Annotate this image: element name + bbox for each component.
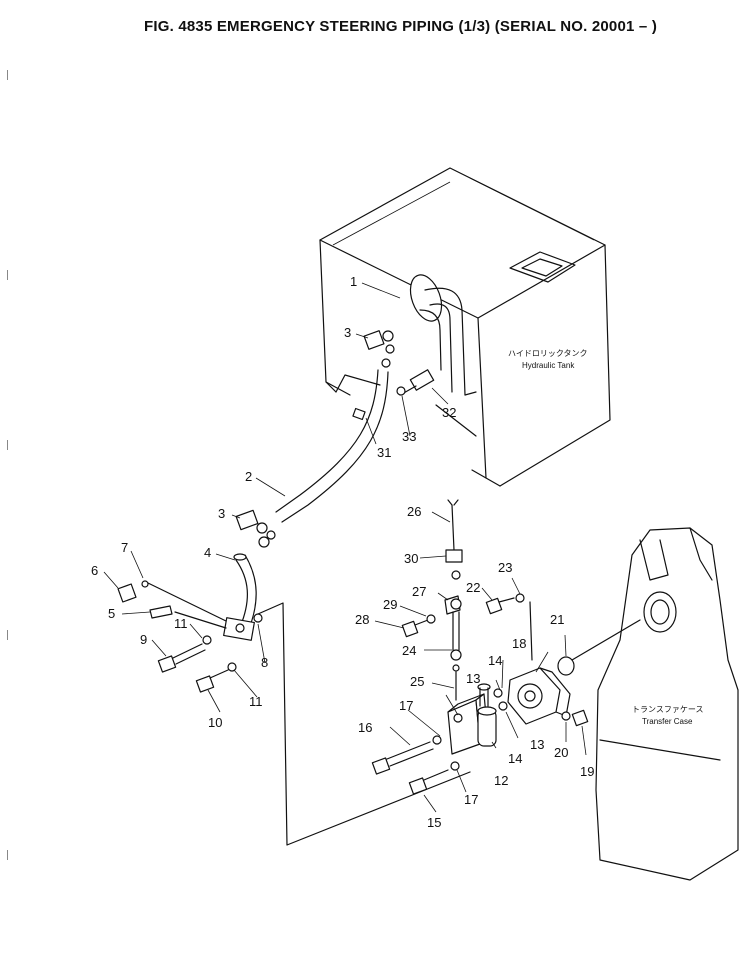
callout-16: 16 bbox=[358, 720, 372, 735]
callout-28: 28 bbox=[355, 612, 369, 627]
tank-label-jp: ハイドロリックタンク bbox=[508, 349, 588, 358]
callout-25: 25 bbox=[410, 674, 424, 689]
left-fasteners bbox=[117, 580, 263, 693]
sensor-stack bbox=[401, 499, 463, 701]
callout-9: 9 bbox=[140, 632, 147, 647]
callout-8: 8 bbox=[261, 655, 268, 670]
callout-14: 14 bbox=[508, 751, 522, 766]
callout-13: 13 bbox=[466, 671, 480, 686]
callout-6: 6 bbox=[91, 563, 98, 578]
scan-mark bbox=[7, 630, 8, 640]
scan-mark bbox=[7, 440, 8, 450]
callout-13: 13 bbox=[530, 737, 544, 752]
callout-5: 5 bbox=[108, 606, 115, 621]
tank-label-en: Hydraulic Tank bbox=[522, 361, 575, 370]
callout-20: 20 bbox=[554, 745, 568, 760]
scan-mark bbox=[7, 70, 8, 80]
callout-3: 3 bbox=[344, 325, 351, 340]
scan-mark bbox=[7, 850, 8, 860]
callout-32: 32 bbox=[442, 405, 456, 420]
case-label-en: Transfer Case bbox=[642, 717, 693, 726]
callout-11: 11 bbox=[249, 694, 263, 709]
case-label-jp: トランスファケース bbox=[632, 705, 703, 714]
figure-title: FIG. 4835 EMERGENCY STEERING PIPING (1/3… bbox=[143, 18, 658, 35]
callout-22: 22 bbox=[466, 580, 480, 595]
callout-17: 17 bbox=[464, 792, 478, 807]
tube-4 bbox=[147, 553, 257, 641]
callout-27: 27 bbox=[412, 584, 426, 599]
callout-31: 31 bbox=[377, 445, 391, 460]
callout-1: 1 bbox=[350, 274, 357, 289]
tank-flange bbox=[409, 274, 443, 322]
valve-12 bbox=[447, 683, 497, 755]
callout-4: 4 bbox=[204, 545, 211, 560]
tank-fittings bbox=[363, 330, 435, 396]
callout-18: 18 bbox=[512, 636, 526, 651]
callout-24: 24 bbox=[402, 643, 416, 658]
callout-19: 19 bbox=[580, 764, 594, 779]
callout-17: 17 bbox=[399, 698, 413, 713]
callout-21: 21 bbox=[550, 612, 564, 627]
callout-26: 26 bbox=[407, 504, 421, 519]
pump-18 bbox=[485, 593, 641, 727]
callout-23: 23 bbox=[498, 560, 512, 575]
callout-2: 2 bbox=[245, 469, 252, 484]
callout-11: 11 bbox=[174, 616, 188, 631]
callout-15: 15 bbox=[427, 815, 441, 830]
callout-10: 10 bbox=[208, 715, 222, 730]
scan-mark bbox=[7, 270, 8, 280]
hose-fittings bbox=[235, 509, 276, 548]
callout-33: 33 bbox=[402, 429, 416, 444]
hose-2 bbox=[275, 369, 389, 523]
pipe-run bbox=[257, 602, 471, 846]
callout-30: 30 bbox=[404, 551, 418, 566]
callout-14: 14 bbox=[488, 653, 502, 668]
valve-bolts bbox=[371, 735, 460, 795]
hydraulic-tank: ハイドロリックタンク Hydraulic Tank bbox=[319, 167, 611, 487]
leader-lines bbox=[103, 282, 587, 813]
callout-7: 7 bbox=[121, 540, 128, 555]
callout-12: 12 bbox=[494, 773, 508, 788]
callout-29: 29 bbox=[383, 597, 397, 612]
callout-3: 3 bbox=[218, 506, 225, 521]
callout-numbers: 1 2 3 3 4 5 6 7 8 9 10 11 11 12 13 13 14… bbox=[91, 274, 594, 830]
transfer-case: トランスファケース Transfer Case bbox=[595, 527, 739, 881]
